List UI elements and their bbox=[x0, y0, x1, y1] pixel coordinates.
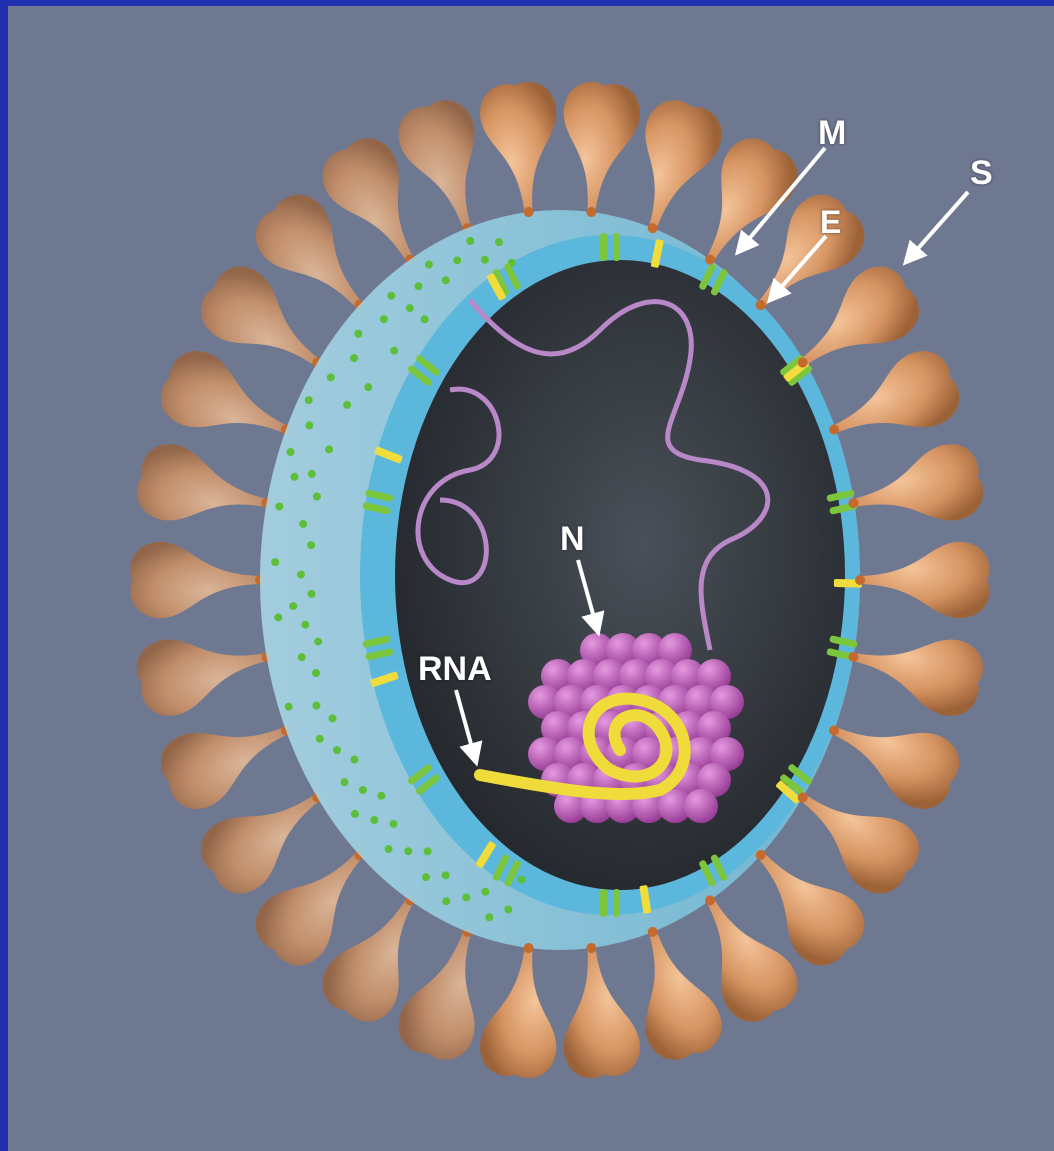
spike-shape bbox=[553, 944, 642, 1081]
surface-dot bbox=[289, 602, 297, 610]
surface-dot bbox=[285, 703, 293, 711]
surface-dot bbox=[389, 820, 397, 828]
surface-dot bbox=[370, 816, 378, 824]
spike-shape bbox=[132, 439, 275, 541]
spike-protein bbox=[130, 542, 265, 618]
surface-dot bbox=[316, 735, 324, 743]
m-protein-bar bbox=[613, 233, 620, 261]
surface-dot bbox=[504, 905, 512, 913]
spike-shape bbox=[130, 542, 260, 618]
surface-dot bbox=[314, 638, 322, 646]
surface-dot bbox=[297, 571, 305, 579]
label-m: M bbox=[818, 116, 846, 150]
surface-dot bbox=[424, 847, 432, 855]
spike-protein bbox=[132, 439, 280, 542]
label-e: E bbox=[820, 206, 841, 238]
surface-dot bbox=[305, 396, 313, 404]
m-protein-bar bbox=[600, 233, 607, 261]
surface-dot bbox=[466, 237, 474, 245]
surface-dot bbox=[290, 473, 298, 481]
surface-dot bbox=[351, 810, 359, 818]
surface-dot bbox=[425, 261, 433, 269]
surface-dot bbox=[313, 493, 321, 501]
spike-protein bbox=[841, 619, 989, 722]
surface-dot bbox=[415, 282, 423, 290]
spike-shape bbox=[846, 620, 989, 722]
surface-dot bbox=[354, 330, 362, 338]
surface-dot bbox=[308, 590, 316, 598]
surface-dot bbox=[308, 470, 316, 478]
surface-dot bbox=[350, 756, 358, 764]
surface-dot bbox=[442, 897, 450, 905]
label-s: S bbox=[970, 156, 993, 190]
surface-dot bbox=[271, 558, 279, 566]
spike-shape bbox=[846, 439, 989, 541]
label-rna: RNA bbox=[418, 652, 492, 686]
spike-protein bbox=[477, 79, 567, 221]
surface-dot bbox=[442, 871, 450, 879]
spike-shape bbox=[477, 79, 566, 216]
nucleocapsid-bead bbox=[684, 789, 718, 823]
surface-dot bbox=[422, 873, 430, 881]
surface-dot bbox=[333, 746, 341, 754]
surface-dot bbox=[390, 347, 398, 355]
surface-dot bbox=[442, 276, 450, 284]
arrow-s bbox=[906, 192, 968, 262]
spike-shape bbox=[477, 944, 566, 1081]
surface-dot bbox=[406, 304, 414, 312]
spike-protein bbox=[477, 939, 567, 1081]
surface-dot bbox=[343, 401, 351, 409]
m-protein-bar bbox=[600, 889, 607, 917]
surface-dot bbox=[312, 669, 320, 677]
surface-dot bbox=[359, 786, 367, 794]
surface-dot bbox=[385, 845, 393, 853]
spike-shape bbox=[132, 620, 275, 722]
surface-dot bbox=[275, 502, 283, 510]
surface-dot bbox=[377, 792, 385, 800]
surface-dot bbox=[327, 373, 335, 381]
label-n: N bbox=[560, 522, 585, 556]
surface-dot bbox=[328, 714, 336, 722]
spike-protein bbox=[132, 619, 280, 722]
surface-dot bbox=[305, 421, 313, 429]
spike-shape bbox=[860, 542, 990, 618]
surface-dot bbox=[287, 448, 295, 456]
surface-dot bbox=[307, 541, 315, 549]
m-protein-bar bbox=[613, 889, 620, 917]
surface-dot bbox=[312, 702, 320, 710]
surface-dot bbox=[421, 315, 429, 323]
surface-dot bbox=[462, 893, 470, 901]
spike-protein bbox=[553, 939, 643, 1081]
surface-dot bbox=[485, 913, 493, 921]
surface-dot bbox=[301, 621, 309, 629]
surface-dot bbox=[404, 847, 412, 855]
surface-dot bbox=[481, 256, 489, 264]
surface-dot bbox=[518, 876, 526, 884]
surface-dot bbox=[341, 778, 349, 786]
surface-dot bbox=[325, 445, 333, 453]
surface-dot bbox=[298, 653, 306, 661]
spike-shape bbox=[553, 79, 642, 216]
surface-dot bbox=[274, 613, 282, 621]
surface-dot bbox=[495, 238, 503, 246]
surface-dot bbox=[364, 383, 372, 391]
spike-protein bbox=[553, 79, 643, 221]
spike-protein bbox=[855, 542, 990, 618]
surface-dot bbox=[350, 354, 358, 362]
surface-dot bbox=[453, 256, 461, 264]
surface-dot bbox=[481, 888, 489, 896]
surface-dot bbox=[387, 292, 395, 300]
surface-dot bbox=[299, 520, 307, 528]
spike-protein bbox=[841, 439, 989, 542]
surface-dot bbox=[380, 315, 388, 323]
spike-base bbox=[855, 575, 865, 585]
